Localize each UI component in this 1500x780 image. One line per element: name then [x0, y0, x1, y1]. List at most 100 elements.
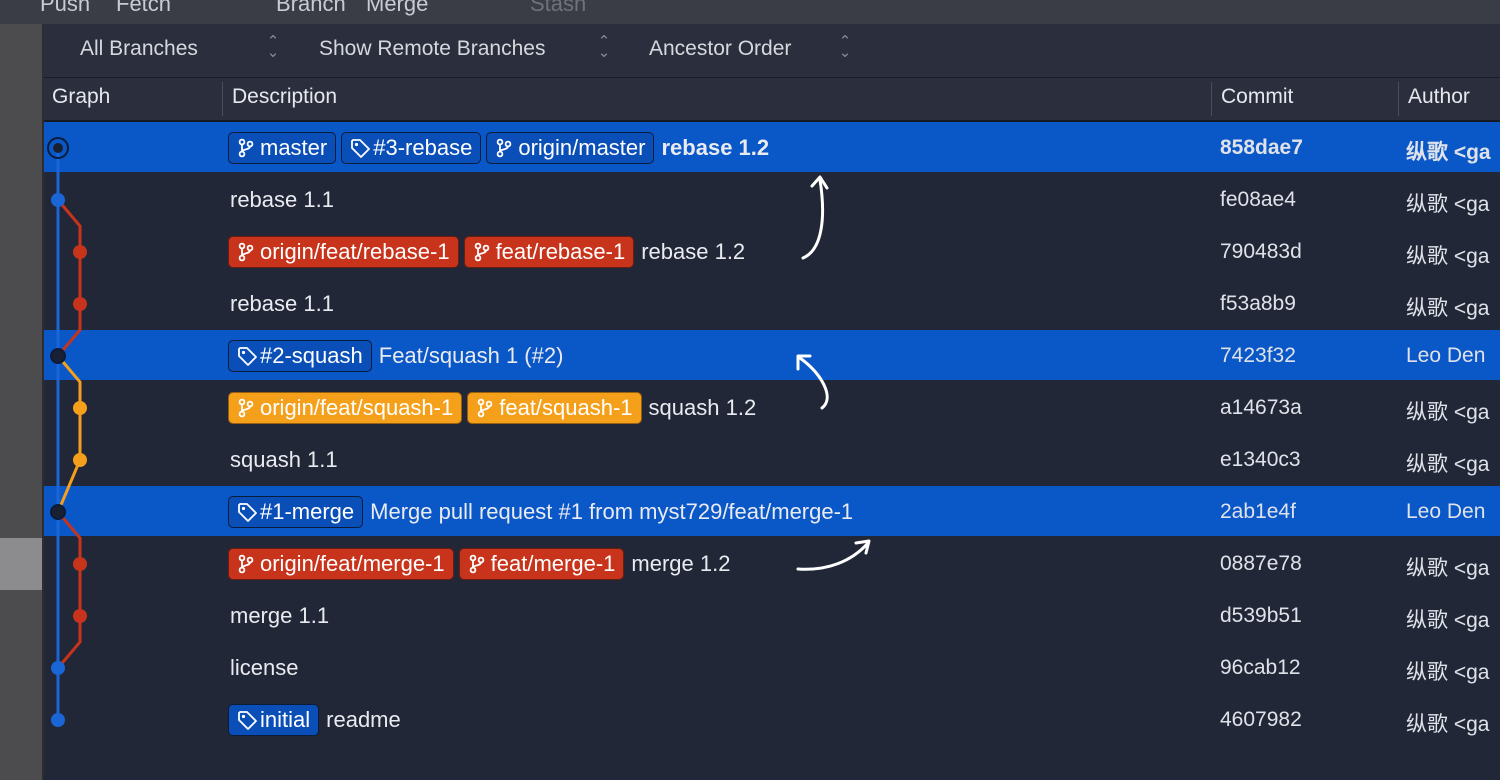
column-description[interactable]: Description: [232, 85, 338, 108]
label-text: feat/merge-1: [490, 551, 616, 576]
column-author[interactable]: Author: [1408, 85, 1470, 108]
column-commit[interactable]: Commit: [1221, 85, 1294, 108]
branch-button[interactable]: Branch: [276, 0, 346, 16]
tag-label[interactable]: #2-squash: [228, 340, 372, 372]
commit-author: 纵歌 <ga: [1406, 557, 1490, 580]
commit-message: squash 1.2: [648, 395, 757, 420]
commit-author: Leo Den: [1406, 500, 1486, 523]
branch-label[interactable]: origin/feat/merge-1: [228, 548, 454, 580]
commit-description: license: [228, 642, 298, 694]
graph-node: [73, 609, 87, 623]
graph-line-squash: [56, 355, 82, 513]
git-branch-icon: [476, 398, 494, 418]
branch-label[interactable]: feat/merge-1: [458, 548, 625, 580]
chevron-updown-icon[interactable]: ⌃⌄: [266, 33, 280, 61]
commit-row[interactable]: rebase 1.1 fe08ae4 纵歌 <ga: [44, 174, 1500, 226]
tag-icon: [237, 346, 257, 366]
branch-label[interactable]: origin/feat/squash-1: [228, 392, 463, 424]
branch-label[interactable]: origin/feat/rebase-1: [228, 236, 459, 268]
commit-hash: 7423f32: [1220, 344, 1296, 367]
graph-node: [73, 453, 87, 467]
branch-label[interactable]: feat/rebase-1: [463, 236, 635, 268]
commit-row[interactable]: origin/feat/squash-1 feat/squash-1 squash …: [44, 382, 1500, 434]
commit-message: Feat/squash 1 (#2): [378, 343, 564, 368]
commit-author: 纵歌 <ga: [1406, 401, 1490, 424]
label-text: #1-merge: [260, 499, 355, 524]
commit-description: squash 1.1: [228, 434, 338, 486]
graph-node: [73, 557, 87, 571]
commit-message: rebase 1.1: [230, 187, 334, 212]
branch-label[interactable]: feat/squash-1: [467, 392, 642, 424]
tag-icon: [350, 138, 371, 158]
commit-hash: 858dae7: [1220, 136, 1303, 159]
column-graph[interactable]: Graph: [52, 85, 111, 108]
commit-hash: 790483d: [1220, 240, 1302, 263]
commit-message: rebase 1.1: [230, 291, 334, 316]
graph-node: [51, 661, 65, 675]
graph-node: [50, 348, 66, 364]
column-divider[interactable]: [1398, 82, 1399, 116]
label-text: feat/squash-1: [499, 395, 633, 420]
tag-label[interactable]: #3-rebase: [341, 132, 482, 164]
git-branch-icon: [237, 398, 255, 418]
remote-branches-filter-select[interactable]: Show Remote Branches: [319, 37, 546, 60]
branches-filter-select[interactable]: All Branches: [80, 37, 198, 60]
git-branch-icon: [237, 554, 255, 574]
graph-node-head: [47, 137, 69, 159]
order-filter-select[interactable]: Ancestor Order: [649, 37, 792, 60]
graph-node: [51, 713, 65, 727]
commit-hash: 0887e78: [1220, 552, 1302, 575]
chevron-updown-icon[interactable]: ⌃⌄: [838, 33, 852, 61]
commit-message: rebase 1.2: [641, 239, 746, 264]
column-header: Graph Description Commit Author: [44, 78, 1500, 122]
commit-message: rebase 1.2: [661, 135, 770, 160]
column-divider[interactable]: [1211, 82, 1212, 116]
git-branch-icon: [468, 554, 486, 574]
chevron-updown-icon[interactable]: ⌃⌄: [597, 33, 611, 61]
sidebar-gutter: [0, 24, 42, 780]
commit-author: 纵歌 <ga: [1406, 141, 1491, 164]
label-text: master: [260, 135, 328, 160]
tag-label[interactable]: initial: [228, 704, 320, 736]
graph-node: [53, 143, 63, 153]
label-text: origin/feat/rebase-1: [260, 239, 450, 264]
commit-author: 纵歌 <ga: [1406, 661, 1490, 684]
commit-hash: d539b51: [1220, 604, 1302, 627]
commit-hash: fe08ae4: [1220, 188, 1296, 211]
commit-author: 纵歌 <ga: [1406, 609, 1490, 632]
branch-label[interactable]: origin/master: [486, 132, 655, 164]
fetch-button[interactable]: Fetch: [116, 0, 172, 16]
commit-hash: 4607982: [1220, 708, 1302, 731]
column-divider[interactable]: [222, 82, 223, 116]
commit-author: 纵歌 <ga: [1406, 245, 1490, 268]
push-button[interactable]: Push: [40, 0, 91, 16]
commit-description: rebase 1.1: [228, 278, 334, 330]
commit-message: readme: [326, 707, 401, 732]
graph-line-merge: [56, 511, 82, 669]
git-branch-icon: [473, 242, 491, 262]
commit-hash: a14673a: [1220, 396, 1302, 419]
merge-button[interactable]: Merge: [366, 0, 429, 16]
commit-author: 纵歌 <ga: [1406, 193, 1490, 216]
branch-label[interactable]: master: [228, 132, 337, 164]
sidebar-selected-item[interactable]: [0, 538, 42, 590]
stash-button[interactable]: Stash: [530, 0, 587, 16]
label-text: #2-squash: [260, 343, 363, 368]
tag-label[interactable]: #1-merge: [228, 496, 364, 528]
graph-node: [73, 297, 87, 311]
